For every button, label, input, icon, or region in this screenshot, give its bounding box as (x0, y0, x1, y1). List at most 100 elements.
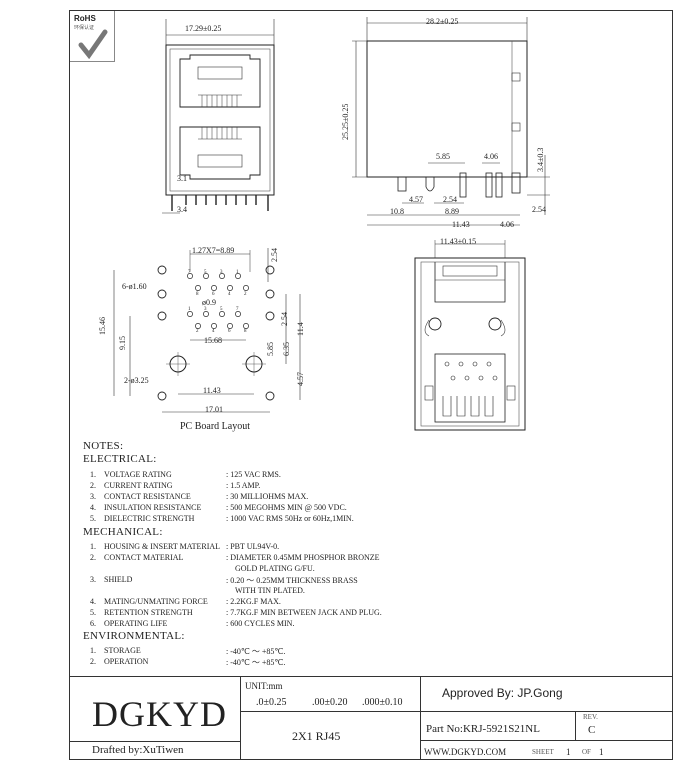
list-item-value: : DIAMETER 0.45MM PHOSPHOR BRONZE (226, 553, 380, 562)
list-item-num: 5. (90, 608, 96, 617)
list-item-value: : 30 MILLIOHMS MAX. (226, 492, 309, 501)
dim-pcb-114: 11.4 (296, 322, 305, 336)
part-number: Part No:KRJ-5921S21NL (426, 723, 540, 735)
dim-pcb-915: 9.15 (118, 336, 127, 350)
list-item-value: : 125 VAC RMS. (226, 470, 281, 479)
list-item-num: 1. (90, 470, 96, 479)
pin-number: 8 (196, 292, 199, 297)
dim-pcb-2hole: 2-ø3.25 (124, 376, 149, 385)
dim-front-width: 17.29±0.25 (185, 24, 222, 33)
list-item-label: CONTACT RESISTANCE (104, 492, 191, 501)
company-logo: DGKYD (92, 694, 227, 734)
dim-pcb-1143: 11.43 (203, 386, 221, 395)
list-item-value: : 500 MEGOHMS MIN @ 500 VDC. (226, 503, 347, 512)
list-item-value: : 2.2KG.F MAX. (226, 597, 281, 606)
divider (420, 677, 421, 760)
list-item-num: 3. (90, 492, 96, 501)
dim-pcb-457: 4.57 (296, 372, 305, 386)
list-item-num: 3. (90, 575, 96, 584)
dim-pcb-09: ø0.9 (202, 298, 216, 307)
tolerance-2: .00±0.20 (312, 697, 348, 708)
list-item-num: 5. (90, 514, 96, 523)
list-item-label: DIELECTRIC STRENGTH (104, 514, 195, 523)
dim-pcb-6hole: 6-ø1.60 (122, 282, 147, 291)
divider (420, 711, 672, 712)
list-item-value: : -40℃ ～ +85℃. (226, 658, 286, 667)
list-item-label: VOLTAGE RATING (104, 470, 172, 479)
website: WWW.DGKYD.COM (424, 747, 507, 757)
dim-side-406b: 4.06 (500, 220, 514, 229)
unit-label: UNIT:mm (245, 681, 283, 691)
rohs-badge: RoHS 环保认证 (70, 11, 115, 62)
pin-number: 4 (212, 329, 215, 334)
pin-number: 3 (204, 307, 207, 312)
dim-bottom-width: 11.43±0.15 (440, 237, 477, 246)
pin-number: 5 (204, 270, 207, 275)
dim-side-width: 28.2±0.25 (426, 17, 459, 26)
sheet-label: SHEET (532, 748, 554, 756)
divider (575, 711, 576, 740)
tolerance-3: .000±0.10 (362, 697, 403, 708)
dim-side-406a: 4.06 (484, 152, 498, 161)
rohs-sub: 环保认证 (74, 26, 95, 31)
title-block: DGKYD Drafted by:XuTiwen UNIT:mm .0±0.25… (70, 676, 672, 760)
pin-number: 2 (196, 329, 199, 334)
pin-number: 6 (212, 292, 215, 297)
pin-number: 6 (228, 329, 231, 334)
dim-side-457: 4.57 (409, 195, 423, 204)
list-item-label: SHIELD (104, 575, 133, 584)
dim-side-254a: 2.54 (443, 195, 457, 204)
pin-number: 1 (188, 307, 191, 312)
pin-number: 8 (244, 329, 247, 334)
tolerance-1: .0±0.25 (256, 697, 287, 708)
list-item-value: : 1000 VAC RMS 50Hz or 60Hz,1MIN. (226, 514, 354, 523)
list-item-num: 2. (90, 657, 96, 666)
list-item-label: OPERATING LIFE (104, 619, 168, 628)
dim-pcb-635: 6.35 (282, 342, 291, 356)
list-item-value: : 0.20 ～ 0.25MM THICKNESS BRASS (226, 576, 358, 585)
list-item-value-cont: WITH TIN PLATED. (235, 586, 305, 595)
dim-side-pin-height: 3.4±0.3 (536, 147, 545, 172)
list-item-label: HOUSING & INSERT MATERIAL (104, 542, 221, 551)
list-item-num: 4. (90, 503, 96, 512)
sheet-border (69, 10, 673, 760)
rev-value: C (588, 724, 596, 736)
side-view-drawing (352, 17, 550, 226)
pin-number: 5 (220, 307, 223, 312)
list-item-label: CURRENT RATING (104, 481, 173, 490)
environmental-title: ENVIRONMENTAL: (83, 630, 185, 642)
electrical-title: ELECTRICAL: (83, 453, 157, 465)
list-item-value: : PBT UL94V-0. (226, 542, 280, 551)
list-item-label: OPERATION (104, 657, 149, 666)
list-item-value: : 600 CYCLES MIN. (226, 619, 295, 628)
check-mark-icon (78, 29, 108, 59)
bottom-view-drawing (414, 240, 526, 431)
divider (240, 677, 241, 760)
pin-number: 2 (244, 292, 247, 297)
dim-front-d1: 3.1 (177, 174, 187, 183)
dim-pcb-1546: 15.46 (98, 317, 107, 335)
list-item-num: 2. (90, 553, 96, 562)
list-item-num: 1. (90, 542, 96, 551)
list-item-value: : 1.5 AMP. (226, 481, 261, 490)
dim-pcb-585: 5.85 (266, 342, 275, 356)
of-label: OF (582, 748, 591, 756)
rohs-label: RoHS (74, 14, 96, 23)
dim-front-d2: 3.4 (177, 205, 187, 214)
list-item-num: 4. (90, 597, 96, 606)
dim-side-889: 8.89 (445, 207, 459, 216)
front-view-drawing (162, 19, 275, 214)
list-item-label: RETENTION STRENGTH (104, 608, 193, 617)
approved-by: Approved By: JP.Gong (442, 686, 563, 700)
pcb-caption: PC Board Layout (180, 421, 250, 432)
dim-side-height: 25.25±0.25 (341, 103, 350, 140)
dim-pcb-pitch: 1.27X7=8.89 (192, 246, 235, 255)
divider (420, 740, 672, 741)
dim-pcb-254-top: 2.54 (270, 248, 279, 262)
pin-number: 3 (220, 270, 223, 275)
dim-pcb-1701: 17.01 (205, 405, 223, 414)
mechanical-title: MECHANICAL: (83, 526, 163, 538)
list-item-value: : 7.7KG.F MIN BETWEEN JACK AND PLUG. (226, 608, 382, 617)
pin-number: 7 (188, 270, 191, 275)
